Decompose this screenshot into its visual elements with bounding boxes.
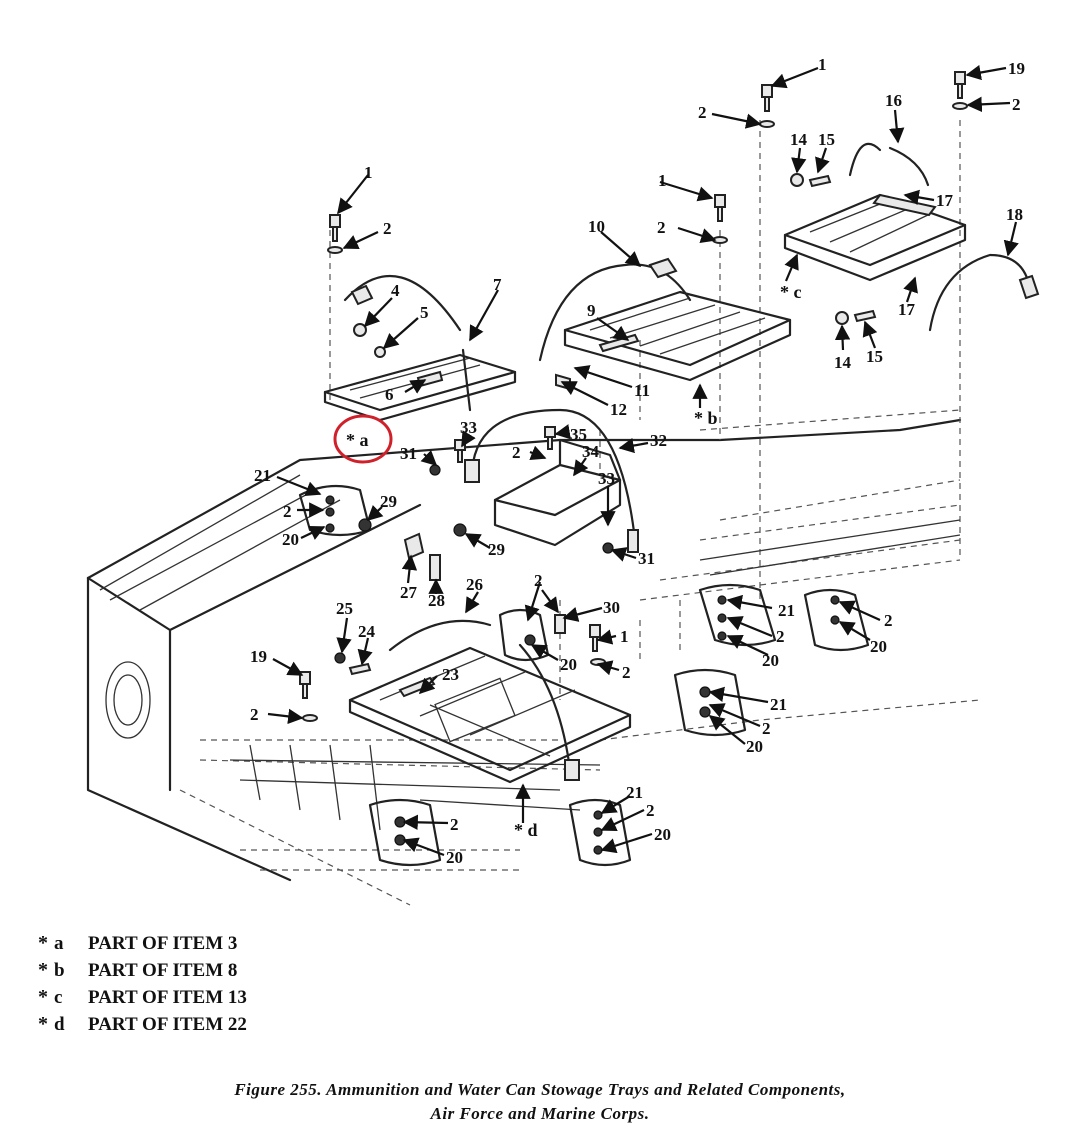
subassembly-d: * d — [514, 820, 538, 840]
callout-27: 27 — [400, 583, 418, 602]
callout-leaders — [267, 64, 1019, 857]
callout-21: 21 — [626, 783, 643, 802]
callout-20: 20 — [446, 848, 463, 867]
legend-key: c — [54, 986, 63, 1008]
callout-35: 35 — [570, 425, 587, 444]
callout-2: 2 — [884, 611, 893, 630]
callout-26: 26 — [466, 575, 483, 594]
callout-33: 33 — [598, 469, 615, 488]
callout-12: 12 — [610, 400, 627, 419]
callout-2: 2 — [534, 571, 543, 590]
legend-key: a — [54, 932, 64, 954]
legend-text: PART OF ITEM 8 — [88, 959, 238, 981]
callout-2: 2 — [657, 218, 666, 237]
callout-9: 9 — [587, 301, 596, 320]
callout-19: 19 — [250, 647, 267, 666]
caption-line-1: Figure 255. Ammunition and Water Can Sto… — [234, 1080, 846, 1099]
callout-1: 1 — [364, 163, 373, 182]
callout-7: 7 — [493, 275, 502, 294]
tray-a — [323, 274, 517, 422]
callout-29: 29 — [380, 492, 397, 511]
callout-5: 5 — [420, 303, 429, 322]
callout-1: 1 — [818, 55, 827, 74]
callout-25: 25 — [336, 599, 353, 618]
legend-item: * a PART OF ITEM 3 — [38, 932, 238, 954]
callout-2: 2 — [1012, 95, 1021, 114]
callout-20: 20 — [746, 737, 763, 756]
callout-2: 2 — [622, 663, 631, 682]
center-bracket — [464, 408, 639, 553]
callout-labels: 1 2 4 5 6 7 10 9 11 12 1 2 1 2 14 15 16 … — [250, 55, 1025, 867]
legend-item: * b PART OF ITEM 8 — [38, 959, 238, 981]
vehicle-hull — [86, 120, 981, 906]
figure-caption: Figure 255. Ammunition and Water Can Sto… — [0, 1078, 1080, 1126]
legend-text: PART OF ITEM 3 — [88, 932, 238, 954]
callout-19: 19 — [1008, 59, 1025, 78]
callout-6: 6 — [385, 385, 394, 404]
legend-key: d — [54, 1013, 65, 1035]
callout-15: 15 — [818, 130, 835, 149]
tray-c — [783, 142, 1040, 332]
callout-17: 17 — [898, 300, 916, 319]
callout-15: 15 — [866, 347, 883, 366]
callout-33: 33 — [460, 418, 477, 437]
mounting-plates — [298, 484, 870, 867]
callout-2: 2 — [762, 719, 771, 738]
callout-2: 2 — [250, 705, 259, 724]
subassembly-b: * b — [694, 408, 718, 428]
callout-11: 11 — [634, 381, 650, 400]
callout-2: 2 — [698, 103, 707, 122]
legend: * a PART OF ITEM 3 * b PART OF ITEM 8 * … — [38, 930, 247, 1038]
callout-1: 1 — [658, 171, 667, 190]
callout-14: 14 — [790, 130, 808, 149]
callout-2: 2 — [646, 801, 655, 820]
exploded-parts-diagram: 1 2 4 5 6 7 10 9 11 12 1 2 1 2 14 15 16 … — [86, 55, 1040, 906]
callout-31: 31 — [400, 444, 417, 463]
callout-20: 20 — [654, 825, 671, 844]
callout-24: 24 — [358, 622, 376, 641]
callout-2: 2 — [512, 443, 521, 462]
callout-10: 10 — [588, 217, 605, 236]
callout-28: 28 — [428, 591, 445, 610]
callout-17: 17 — [936, 191, 954, 210]
callout-31: 31 — [638, 549, 655, 568]
subassembly-c: * c — [780, 282, 802, 302]
callout-21: 21 — [770, 695, 787, 714]
callout-20: 20 — [560, 655, 577, 674]
callout-20: 20 — [870, 637, 887, 656]
subassembly-a: * a — [346, 430, 369, 450]
callout-21: 21 — [778, 601, 795, 620]
callout-23: 23 — [442, 665, 459, 684]
callout-34: 34 — [582, 442, 600, 461]
callout-29: 29 — [488, 540, 505, 559]
callout-1: 1 — [620, 627, 629, 646]
legend-key: b — [54, 959, 65, 981]
callout-16: 16 — [885, 91, 902, 110]
callout-2: 2 — [383, 219, 392, 238]
legend-text: PART OF ITEM 22 — [88, 1013, 247, 1035]
callout-14: 14 — [834, 353, 852, 372]
highlight-circle — [333, 414, 393, 464]
callout-2: 2 — [283, 502, 292, 521]
callout-2: 2 — [450, 815, 459, 834]
caption-line-2: Air Force and Marine Corps. — [430, 1104, 650, 1123]
callout-2: 2 — [776, 627, 785, 646]
legend-item: * d PART OF ITEM 22 — [38, 1013, 247, 1035]
callout-21: 21 — [254, 466, 271, 485]
callout-18: 18 — [1006, 205, 1023, 224]
legend-item: * c PART OF ITEM 13 — [38, 986, 247, 1008]
legend-text: PART OF ITEM 13 — [88, 986, 247, 1008]
callout-4: 4 — [391, 281, 400, 300]
tray-d — [348, 619, 632, 784]
callout-20: 20 — [762, 651, 779, 670]
callout-32: 32 — [650, 431, 667, 450]
callout-20: 20 — [282, 530, 299, 549]
callout-30: 30 — [603, 598, 620, 617]
